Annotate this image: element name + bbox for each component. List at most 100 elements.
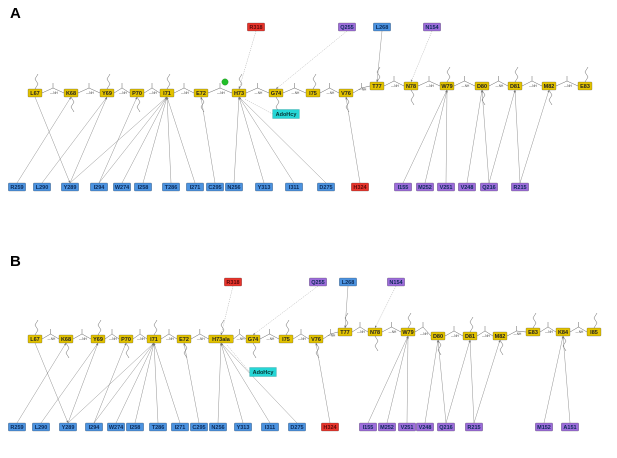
panel-b-residue-q216-label: Q216 [439, 425, 452, 431]
panel-b-residue-k68-label: K68 [61, 337, 71, 343]
panel-a-side-chain-e72 [200, 96, 205, 113]
panel-a-residue-l268-box [373, 22, 391, 32]
panel-a-nh-label: —NH [149, 91, 157, 95]
panel-a-ligand-label: AdoHcy [276, 112, 298, 118]
panel-b-residue-q216-box [437, 422, 455, 432]
panel-b-residue-l290-box [32, 422, 50, 432]
panel-a-contact-arrowhead [166, 97, 169, 100]
panel-a-residue-l268-label: L268 [376, 25, 389, 31]
panel-b-residue-d275-box [288, 422, 306, 432]
panel-a-contact-arrowhead [238, 86, 241, 89]
panel-b-residue-w274-label: W274 [109, 425, 124, 431]
panel-a-residue-t77-box [369, 81, 385, 91]
panel-b-contact-q255-g74 [252, 285, 319, 336]
panel-a-residue-r318-label: R318 [249, 25, 262, 31]
panel-b-nh-label: —NH [389, 330, 397, 334]
panel-a-contact-arrowhead [276, 86, 279, 89]
panel-a-residue-d80-box [474, 81, 490, 91]
panel-b-residue-h324-box [321, 422, 339, 432]
panel-a-residue-q255-box [338, 22, 356, 32]
panel-a-residue-c295-box [206, 182, 224, 192]
panel-b-nh-label: —NH [237, 337, 245, 341]
panel-b-contact-q216-d81 [445, 339, 471, 424]
panel-a-letter: A [10, 5, 21, 22]
panel-a-side-chain-p70 [136, 96, 141, 113]
panel-a-residue-q216-box [480, 182, 498, 192]
panel-b-residue-t77-label: T77 [340, 330, 349, 336]
panel-a-residue-t286-box [162, 182, 180, 192]
panel-a-contact-arrowhead [410, 79, 413, 82]
panel-a-contact-l290-y69 [41, 96, 108, 184]
panel-a-residue-w274-box [113, 182, 131, 192]
panel-b-residue-i71-box [146, 334, 162, 344]
panel-b-nh-label: —NH [166, 337, 174, 341]
panel-b-residue-i155-box [359, 422, 377, 432]
panel-b-residue-i311-label: I311 [265, 425, 275, 431]
panel-a-contact-arrowhead [446, 90, 448, 93]
panel-b-contact-arrowhead [344, 325, 347, 328]
panel-a-nh-label: —NH [359, 88, 367, 92]
panel-b-residue-e83-box [525, 327, 541, 337]
panel-a-residue-i294-box [90, 182, 108, 192]
panel-b-contact-i271-i71 [153, 342, 181, 424]
panel-a-contact-q216-d81 [488, 89, 516, 184]
panel-a-residue-n256-label: N256 [227, 185, 240, 191]
panel-b-contact-d275-h73 [220, 342, 298, 424]
panel-a-contact-y289-y69 [69, 96, 108, 184]
panel-b-residue-m82-label: M82 [495, 334, 506, 340]
panel-b-residue-r318-box [224, 277, 242, 287]
panel-b-nh-label: —NH [545, 330, 553, 334]
panel-b-residue-y69-label: Y69 [93, 337, 103, 343]
panel-a-residue-i155-label: I155 [398, 185, 409, 191]
panel-a-residue-q255-label: Q255 [340, 25, 353, 31]
panel-a-side-chain-n78 [410, 89, 415, 106]
panel-a-nh-label: —NH [426, 84, 434, 88]
panel-b-residue-g74-box [245, 334, 261, 344]
panel-b-side-chain-y69 [97, 319, 102, 336]
panel-a-ligand-contact [244, 98, 273, 115]
panel-a-residue-e83-label: E83 [580, 84, 590, 90]
panel-a-side-chain-i75 [312, 73, 317, 90]
panel-a-contact-i294-i71 [98, 96, 168, 184]
panel-a-residue-l67-label: L67 [30, 91, 39, 97]
panel-b-residue-k84-box [555, 327, 571, 337]
panel-b-residue-c295-label: C295 [192, 425, 205, 431]
panel-b-residue-i85-box [586, 327, 602, 337]
panel-b-contact-i311-h73 [220, 342, 271, 424]
panel-b-side-chain-m82 [499, 339, 504, 356]
panel-b-contact-arrowhead [124, 343, 127, 346]
panel-b-residue-v248-box [416, 422, 434, 432]
panel-a-contact-r259-k68 [16, 96, 72, 184]
panel-a-residue-d80-label: D80 [477, 84, 487, 90]
panel-b-nh-label: —NH [267, 337, 275, 341]
panel-a-residue-y69-label: Y69 [102, 91, 112, 97]
panel-b-side-chain-n78 [374, 335, 379, 352]
panel-a-residue-r215-label: R215 [513, 185, 526, 191]
panel-a-nh-label: —NH [496, 84, 504, 88]
panel-b-residue-d81-box [462, 331, 478, 341]
panel-a: —NH—NH—NH—NH—NH—NH—NH—NH—NH—NH—NH—NH—NH—… [8, 22, 593, 192]
panel-b-residue-h73-label: H73ala [212, 337, 231, 343]
panel-a-contact-v251-w79 [445, 89, 448, 184]
panel-a-side-chain-m82 [548, 89, 553, 106]
panel-a-residue-e83-box [577, 81, 593, 91]
panel-a-residue-w79-box [439, 81, 455, 91]
panel-b-side-chain-i75 [285, 319, 290, 336]
panel-a-contact-y289-i71 [69, 96, 168, 184]
panel-b-side-chain-t77 [344, 312, 349, 329]
panel-a-contact-i311-h73 [238, 96, 295, 184]
panel-a-contact-arrowhead [68, 180, 71, 183]
panel-b-contact-arrowhead [153, 343, 156, 346]
panel-b-contact-l290-y69 [40, 342, 99, 424]
panel-a-residue-i71-box [159, 88, 175, 98]
panel-a-residue-i311-label: I311 [289, 185, 299, 191]
panel-a-residue-y313-label: Y313 [258, 185, 271, 191]
panel-a-residue-h324-box [351, 182, 369, 192]
panel-b-residue-v251-label: V251 [401, 425, 414, 431]
panel-b-residue-a151-box [561, 422, 579, 432]
panel-b-residue-n256-box [209, 422, 227, 432]
panel-b-nh-label: —NH [357, 330, 365, 334]
panel-a-contact-n154-n78 [410, 30, 433, 83]
panel-a-side-chain-w79 [446, 66, 451, 83]
